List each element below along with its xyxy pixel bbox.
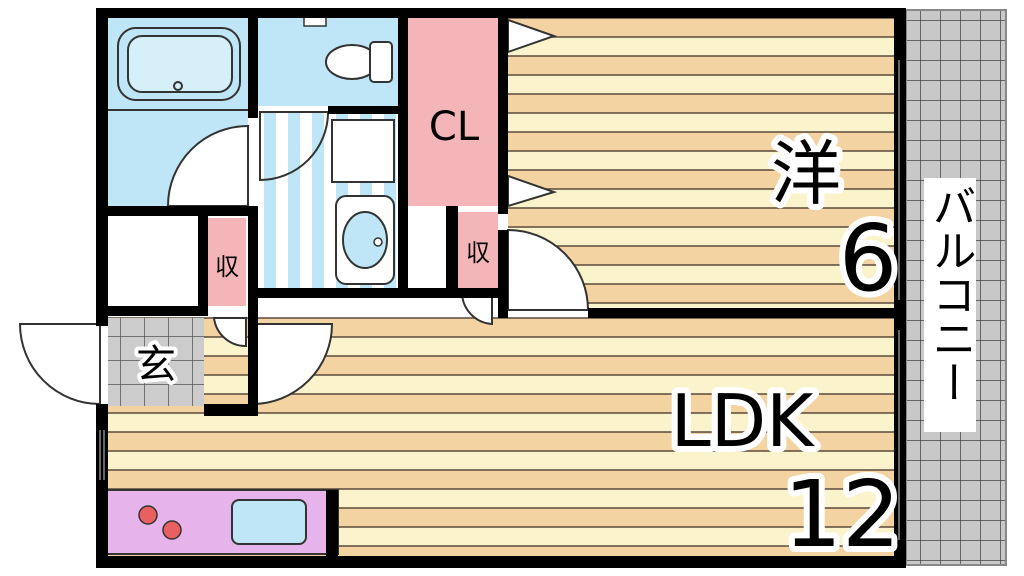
- floor-stripe: [508, 189, 894, 208]
- washbasin-icon: [342, 211, 388, 269]
- ldk-label: LDK: [671, 379, 816, 463]
- balcony: [905, 9, 1007, 566]
- floor-stripe: [508, 37, 894, 56]
- door-swings: [18, 18, 590, 406]
- floor-stripe: [508, 113, 894, 132]
- floor-stripe: [508, 18, 894, 37]
- western-room-floor: [508, 17, 894, 308]
- floor-stripe: [108, 356, 894, 375]
- windows: [99, 60, 900, 540]
- ldk-size: 12: [783, 461, 900, 568]
- western-room-size: 6: [839, 205, 898, 312]
- western-room-label: 洋: [771, 133, 841, 215]
- floor-stripe: [508, 227, 894, 246]
- floor-stripe: [508, 246, 894, 265]
- entrance-label: 玄: [136, 342, 176, 388]
- kitchen-counter: [105, 489, 339, 555]
- burner-icon: [162, 520, 182, 540]
- toilet-room: [258, 15, 404, 106]
- storage-left-label: 収: [215, 253, 239, 281]
- washing-machine-pan: [331, 119, 395, 183]
- floor-stripe: [108, 413, 894, 432]
- storage-right: [458, 212, 498, 290]
- floor-stripe: [508, 75, 894, 94]
- closet: [408, 18, 500, 206]
- floor-stripe: [108, 470, 894, 489]
- washroom: [258, 112, 400, 290]
- floor-stripe: [108, 546, 894, 556]
- storage-right-label: 収: [466, 239, 490, 267]
- floor-stripe: [508, 284, 894, 303]
- balcony-label: バルコニー: [925, 184, 976, 404]
- drain-icon: [173, 81, 183, 91]
- floor-stripe: [508, 208, 894, 227]
- floor-stripe: [508, 151, 894, 170]
- sink-icon: [231, 499, 307, 545]
- burner-icon: [138, 505, 158, 525]
- floor-stripe: [508, 303, 894, 308]
- shoe-storage: [106, 218, 198, 306]
- floor-stripe: [108, 394, 894, 413]
- floor-stripe: [508, 265, 894, 284]
- floor-stripe: [508, 132, 894, 151]
- storage-left: [208, 218, 246, 306]
- floor-stripe: [108, 451, 894, 470]
- floor-stripe: [508, 94, 894, 113]
- closet-label: CL: [429, 104, 480, 150]
- entrance: [108, 318, 204, 406]
- floor-stripe: [108, 432, 894, 451]
- floor-stripe: [508, 170, 894, 189]
- storage-box: [408, 212, 452, 290]
- floor-stripe: [508, 56, 894, 75]
